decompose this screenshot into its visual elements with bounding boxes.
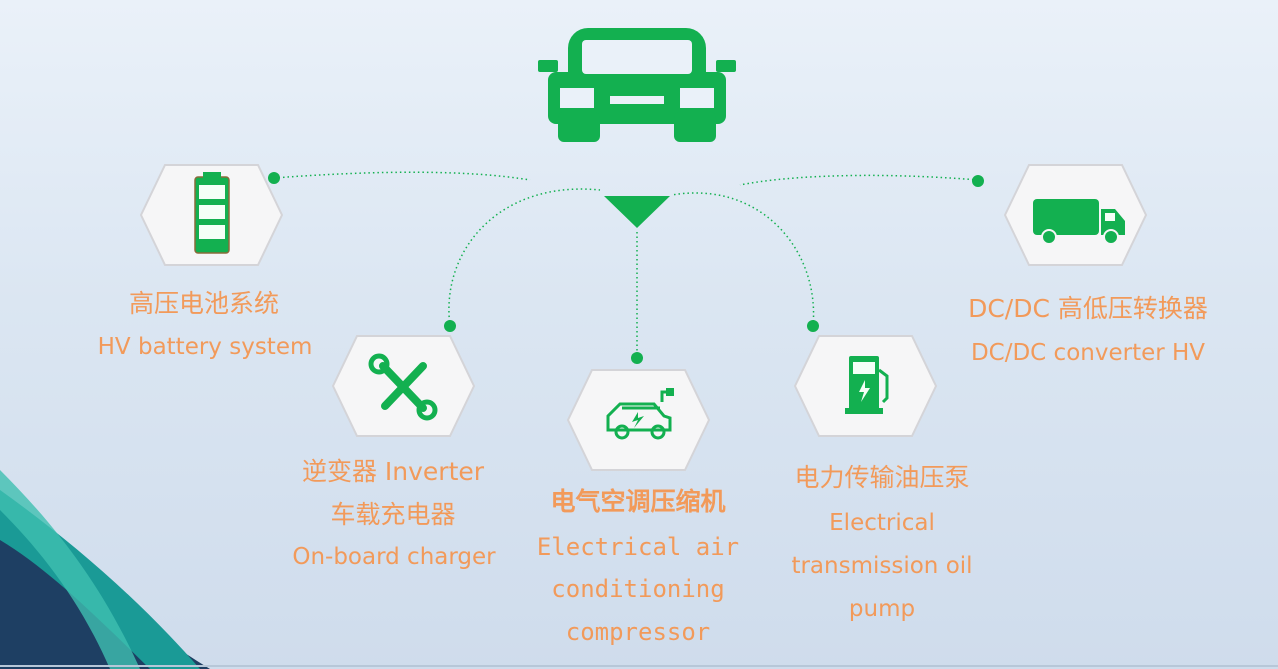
battery-en-label: HV battery system — [97, 334, 313, 360]
battery-icon — [194, 172, 230, 254]
dcdc-en-label: DC/DC converter HV — [970, 340, 1206, 366]
merge-arrow-icon — [604, 196, 670, 228]
aircon-en-label-3: compressor — [565, 618, 711, 646]
wrench-screwdriver-icon — [368, 353, 438, 421]
aircon-cn-label: 电气空调压缩机 — [550, 487, 726, 516]
inverter-cn-label-2: 车载充电器 — [330, 500, 456, 529]
truck-icon — [1033, 199, 1125, 245]
aircon-node — [566, 368, 711, 472]
aircon-en-label-1: Electrical air — [536, 533, 740, 561]
pump-cn-label: 电力传输油压泵 — [794, 463, 970, 492]
dcdc-node — [1003, 163, 1148, 267]
dcdc-cn-label: DC/DC 高低压转换器 — [968, 294, 1208, 323]
battery-node — [139, 163, 284, 267]
inverter-cn-label-1: 逆变器 Inverter — [301, 457, 485, 486]
pump-en-label-1: Electrical — [829, 510, 935, 536]
car-icon — [538, 28, 736, 142]
inverter-node — [331, 334, 476, 438]
aircon-en-label-2: conditioning — [551, 575, 725, 603]
electric-car-icon — [606, 388, 674, 440]
inverter-en-label: On-board charger — [292, 544, 496, 570]
pump-en-label-2: transmission oil — [791, 553, 973, 579]
pump-en-label-3: pump — [848, 596, 916, 622]
pump-node — [793, 334, 938, 438]
charging-station-icon — [845, 356, 889, 414]
battery-cn-label: 高压电池系统 — [128, 289, 279, 318]
